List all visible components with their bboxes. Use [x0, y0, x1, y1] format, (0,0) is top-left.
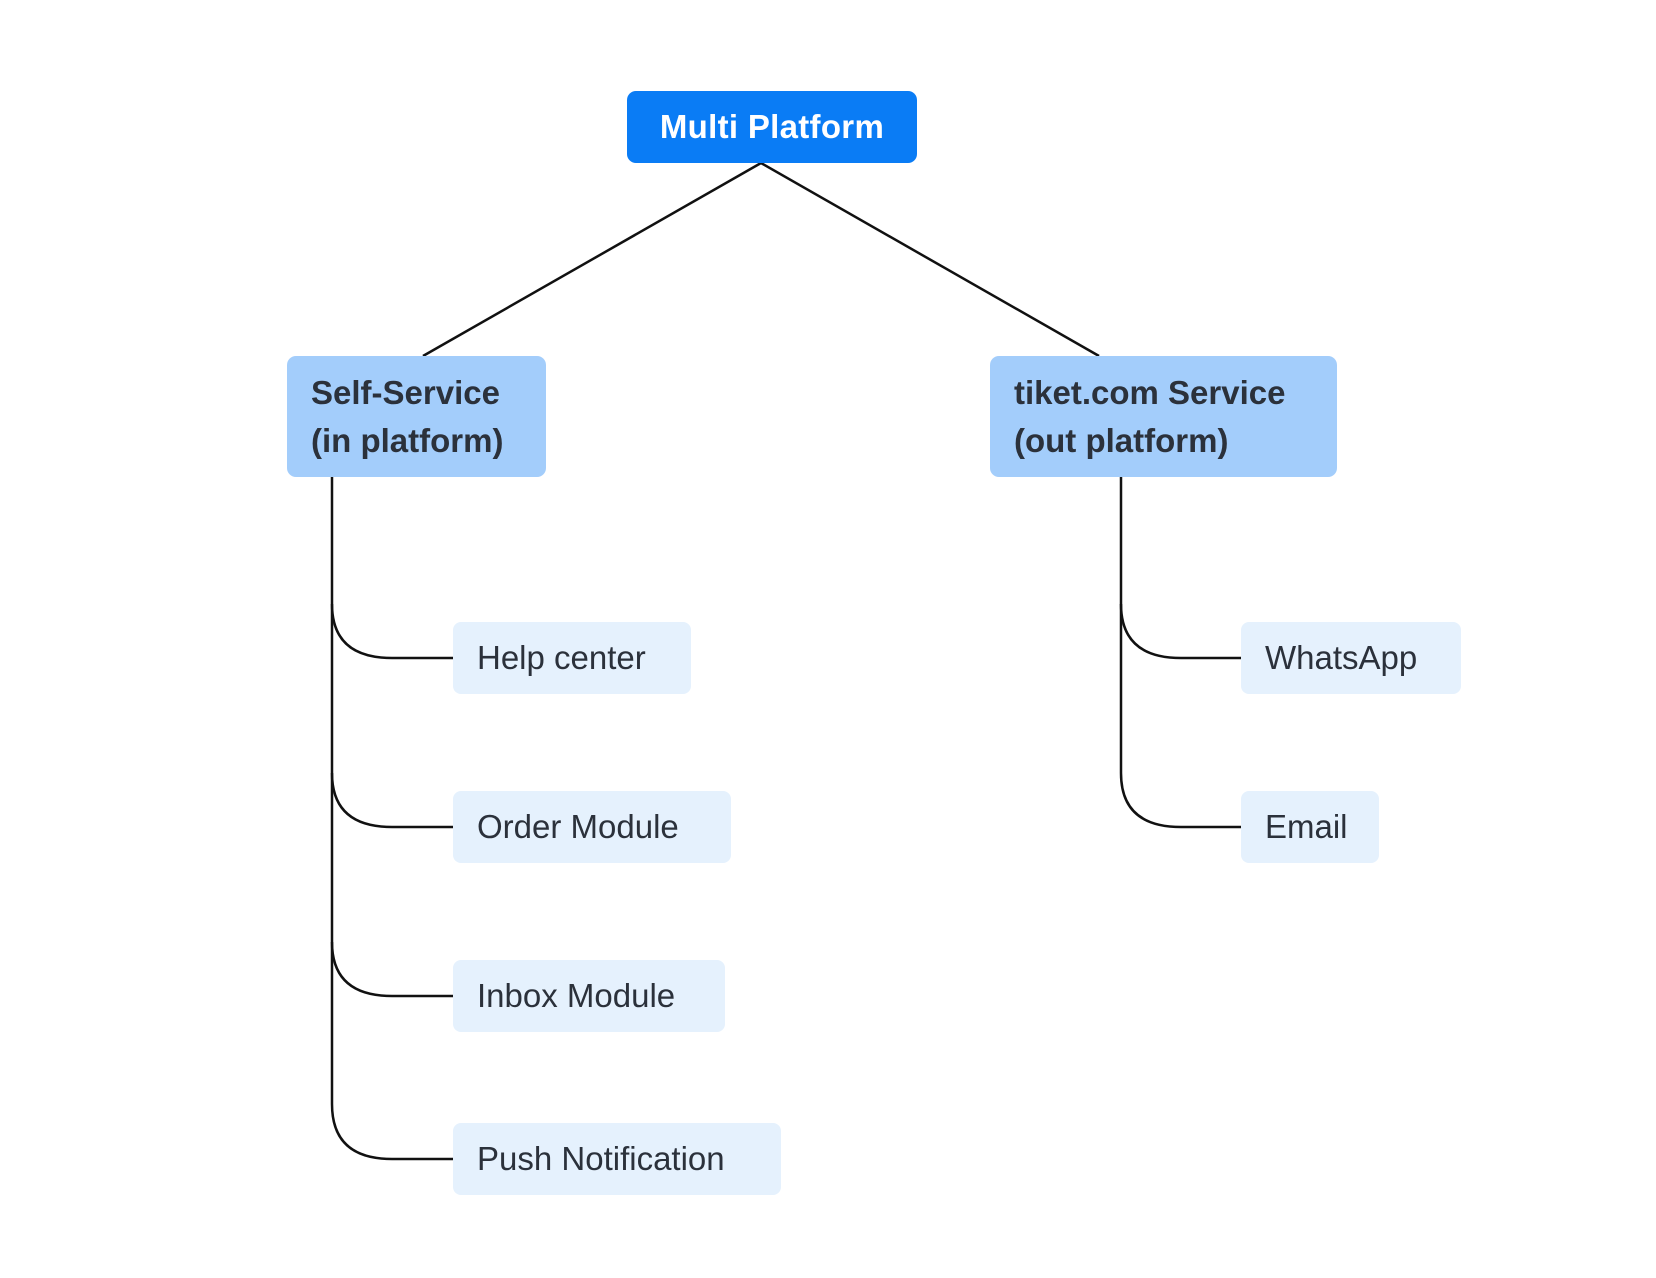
help-center-connector [330, 603, 453, 660]
email-connector [1119, 772, 1241, 829]
branch-label-line1: Self-Service [311, 373, 500, 411]
leaf-node-help-center: Help center [453, 622, 691, 694]
whatsapp-connector [1119, 603, 1241, 660]
root-to-tiket-service-connector [760, 161, 1100, 358]
branch-node-tiket-service: tiket.com Service (out platform) [990, 356, 1337, 477]
root-node-label: Multi Platform [659, 108, 885, 145]
branch-label-line2: (in platform) [311, 421, 504, 459]
leaf-node-email: Email [1241, 791, 1379, 863]
leaf-node-inbox-module: Inbox Module [453, 960, 725, 1032]
order-module-connector [330, 772, 453, 829]
leaf-label: WhatsApp [1265, 639, 1418, 676]
root-node-multi-platform: Multi Platform [627, 91, 917, 163]
branch-label-line2: (out platform) [1014, 421, 1229, 459]
push-notification-connector [330, 1103, 453, 1161]
inbox-module-connector [330, 941, 453, 998]
branch-node-self-service: Self-Service (in platform) [287, 356, 546, 477]
branch-label-line1: tiket.com Service [1014, 373, 1286, 411]
root-to-self-service-connector [422, 161, 762, 358]
leaf-node-order-module: Order Module [453, 791, 731, 863]
leaf-label: Push Notification [477, 1140, 725, 1177]
leaf-label: Inbox Module [477, 977, 676, 1014]
leaf-label: Order Module [477, 808, 679, 845]
leaf-node-whatsapp: WhatsApp [1241, 622, 1461, 694]
leaf-label: Email [1265, 808, 1348, 845]
leaf-node-push-notification: Push Notification [453, 1123, 781, 1195]
leaf-label: Help center [477, 639, 646, 676]
